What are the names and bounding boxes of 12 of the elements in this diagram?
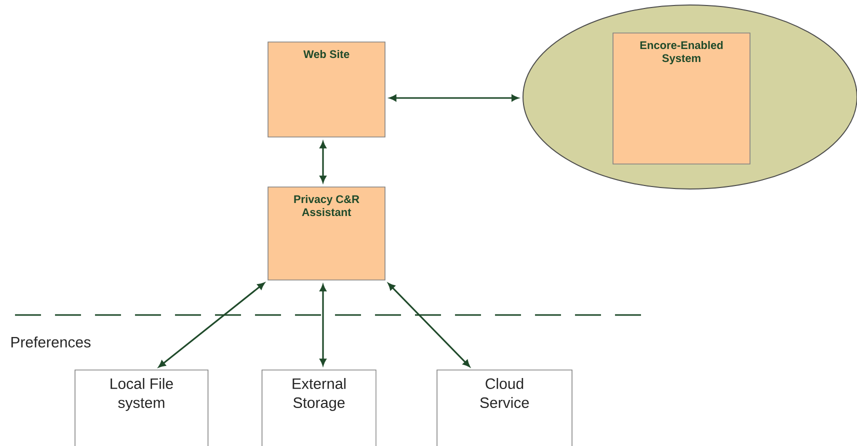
component-box: Encore-Enabled System — [612, 32, 750, 164]
arrow — [158, 282, 265, 368]
component-box: Privacy C&R Assistant — [268, 186, 386, 280]
arrow — [389, 94, 518, 102]
storage-box: External Storage — [262, 370, 376, 446]
storage-box: Cloud Service — [436, 370, 572, 446]
storage-box: Local File system — [74, 370, 208, 446]
arrow — [320, 141, 326, 183]
section-label: Preferences — [11, 336, 91, 348]
component-box: Web Site — [268, 42, 386, 138]
arrow — [320, 284, 326, 366]
arrow — [388, 283, 470, 367]
